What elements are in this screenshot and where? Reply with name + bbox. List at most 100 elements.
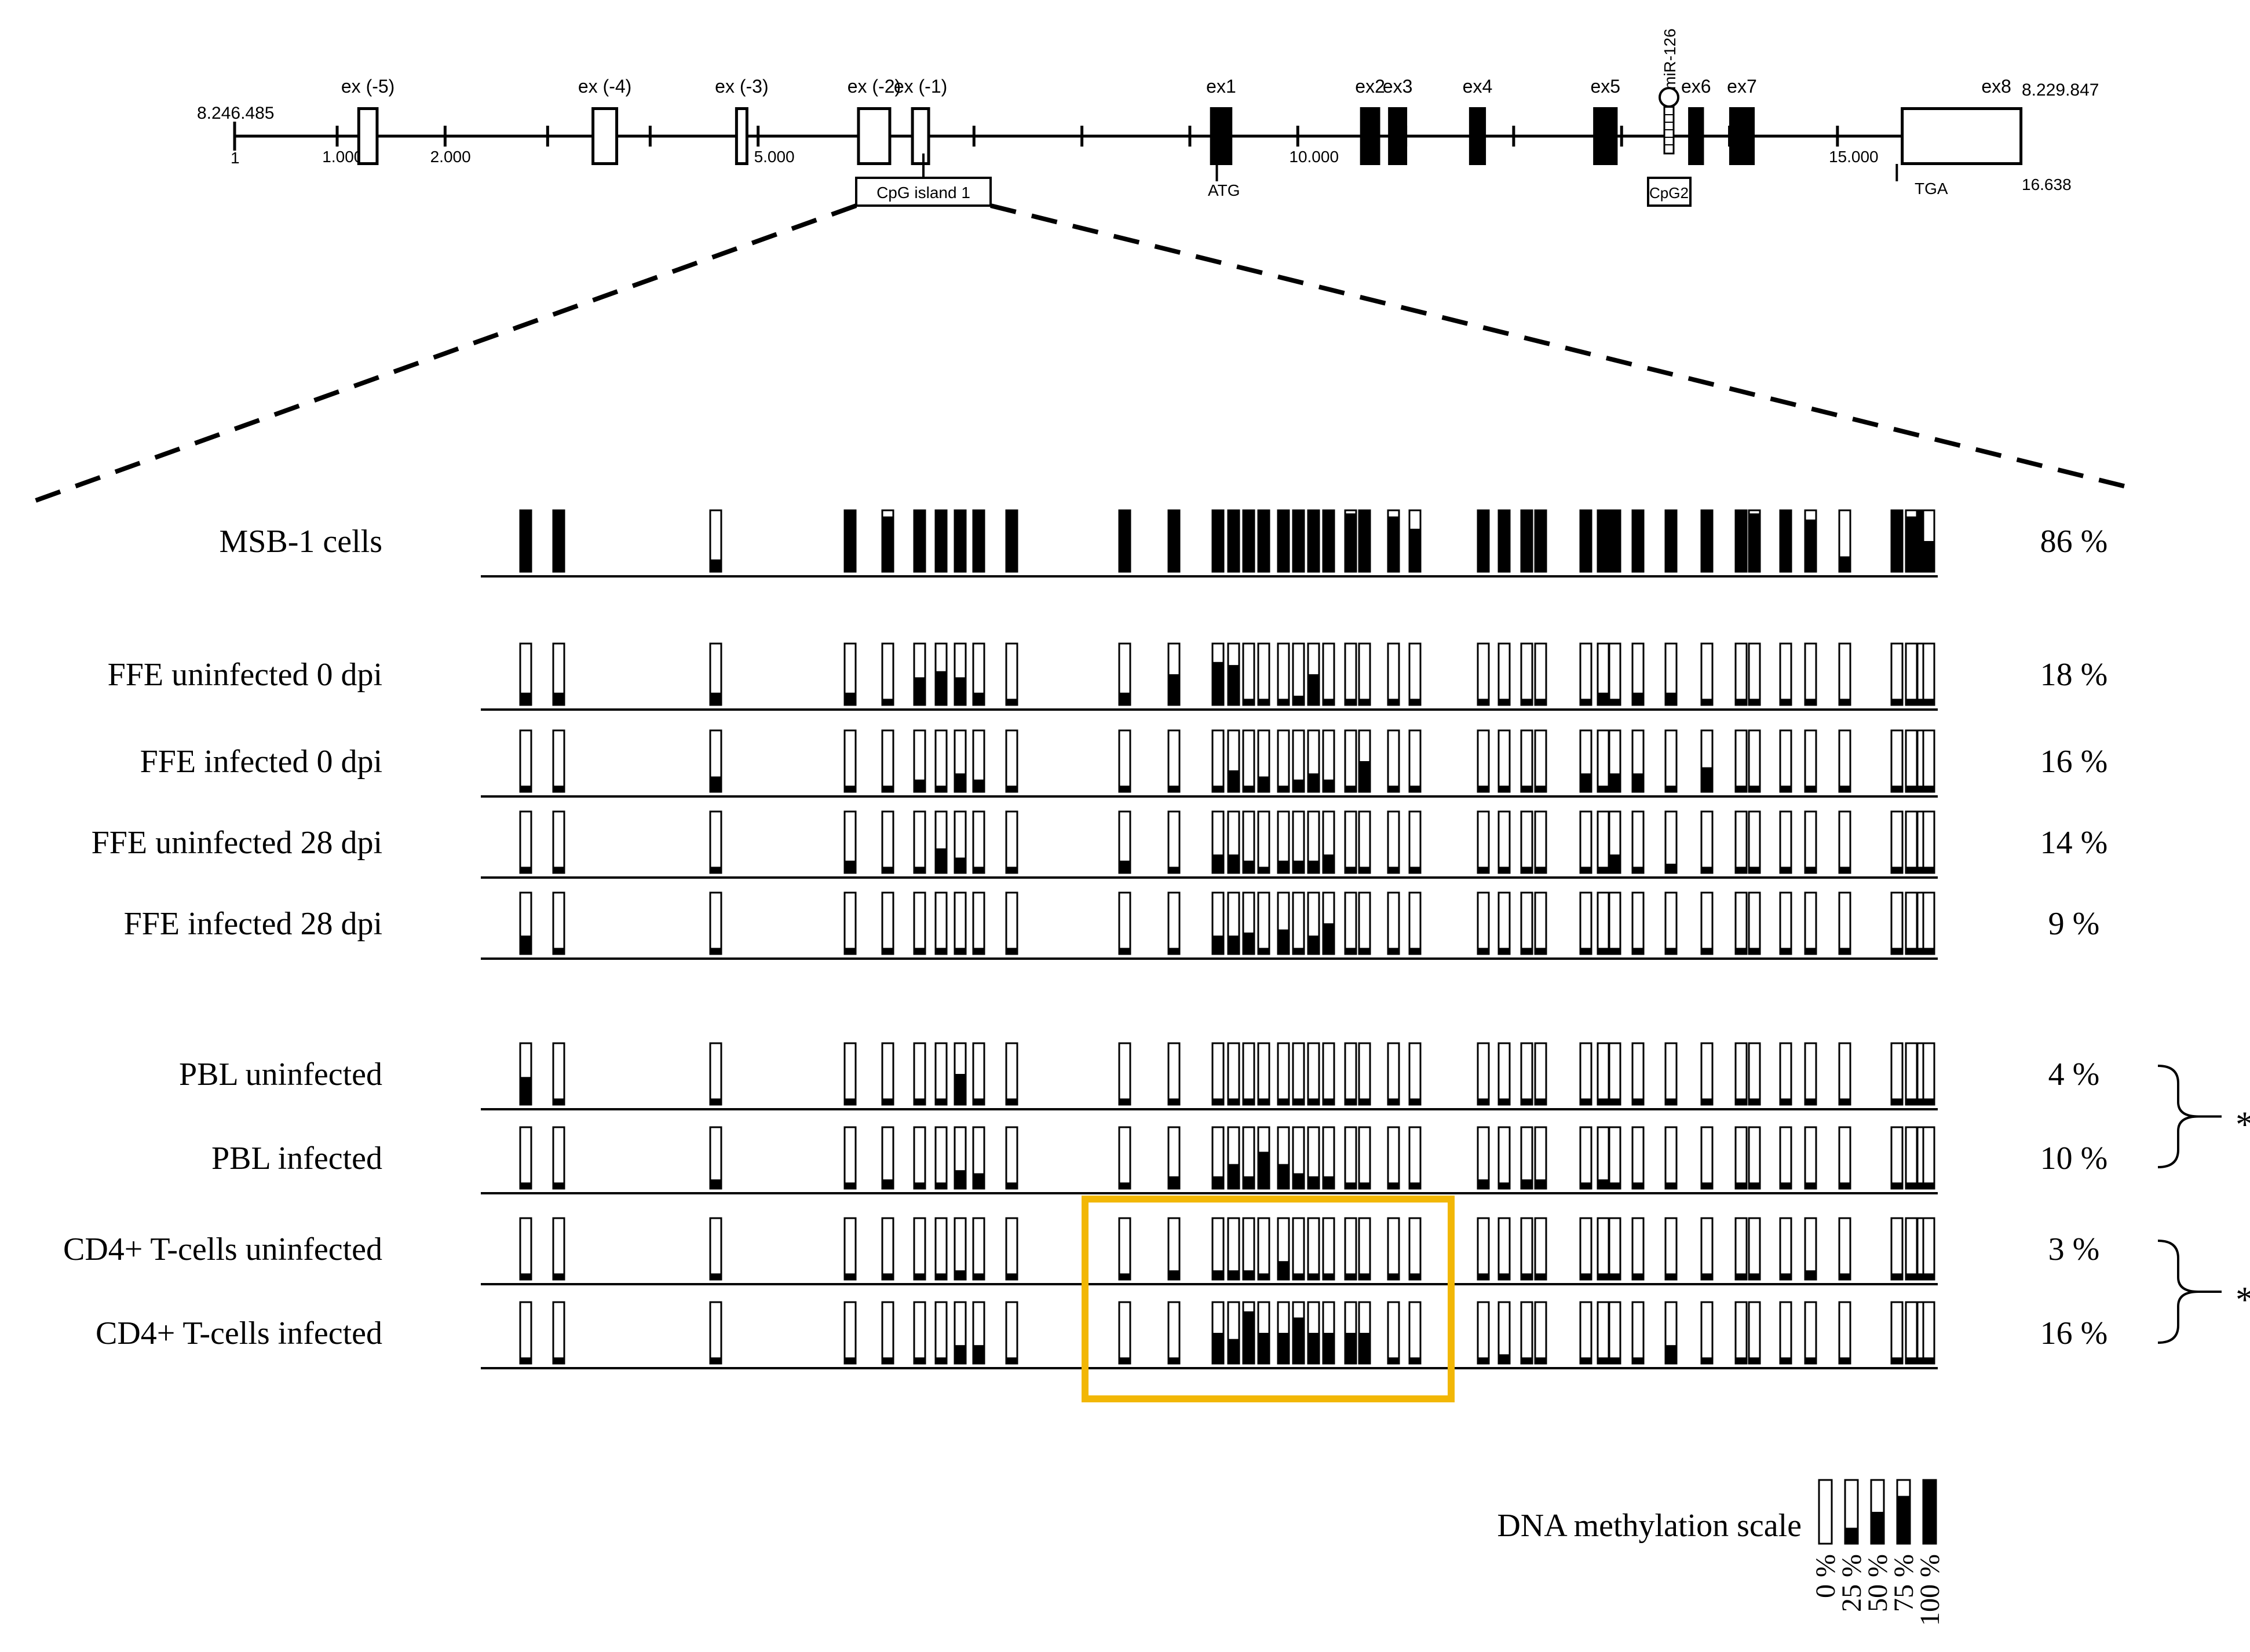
cpg-site-fill <box>1923 541 1934 572</box>
cpg-site-fill <box>1168 948 1179 954</box>
cpg-site-fill <box>1258 867 1269 873</box>
cpg-site-fill <box>1409 867 1420 873</box>
cpg-site-box <box>1905 729 1918 793</box>
cpg-site-fill <box>1749 513 1760 572</box>
cpg-site-box <box>709 810 722 874</box>
cpg-site-box <box>1579 1301 1592 1365</box>
cpg-site-fill <box>1906 1357 1917 1364</box>
cpg-site-fill <box>882 1179 893 1189</box>
cpg-site-box <box>1242 642 1255 706</box>
row-label: FFE infected 28 dpi <box>124 906 382 942</box>
exon-label: ex5 <box>1590 76 1620 97</box>
cpg-site-fill <box>1323 779 1334 792</box>
cpg-site-fill <box>1119 785 1130 792</box>
cpg-site-box <box>1608 891 1621 955</box>
cpg-site-fill <box>1345 1273 1356 1280</box>
cpg-site-fill <box>1632 773 1643 792</box>
cpg-site-box <box>1322 642 1335 706</box>
cpg-site-fill <box>1323 1098 1334 1105</box>
cpg-site-fill <box>914 779 925 792</box>
cpg-site-box <box>1579 1217 1592 1281</box>
cpg-site-fill <box>1598 510 1609 572</box>
cpg-site-box <box>934 1042 948 1106</box>
cpg-site-fill <box>1665 1098 1676 1105</box>
cpg-site-fill <box>1906 1273 1917 1280</box>
cpg-site-box <box>1905 1126 1918 1190</box>
cpg-site-box <box>1118 891 1131 955</box>
cpg-site-fill <box>1409 1182 1420 1189</box>
cpg-site-box <box>1890 1217 1904 1281</box>
cpg-site-fill <box>1499 785 1510 792</box>
cpg-site-fill <box>1006 867 1017 873</box>
cpg-site-box <box>1520 891 1533 955</box>
cpg-site-fill <box>1499 948 1510 954</box>
cpg-site-fill <box>1736 1182 1747 1189</box>
cpg-site-box <box>552 1301 565 1365</box>
cpg-site-fill <box>1228 1270 1239 1280</box>
cpg-site-fill <box>1293 510 1304 572</box>
cpg-site-fill <box>1168 674 1179 705</box>
scale-tick-label: 15.000 <box>1829 148 1879 166</box>
cpg-site-fill <box>1923 948 1934 954</box>
cpg-site-box <box>843 1301 857 1365</box>
cpg-site-fill <box>1665 1273 1676 1280</box>
cpg-site-fill <box>1805 1098 1816 1105</box>
exon-label: ex6 <box>1681 76 1711 97</box>
cpg-site-fill <box>1243 1311 1254 1364</box>
cpg-site-fill <box>1228 935 1239 954</box>
cpg-site-box <box>1358 891 1371 955</box>
cpg-site-box <box>1779 642 1792 706</box>
cpg-site-fill <box>1891 1098 1902 1105</box>
cpg-site-box <box>1890 1126 1904 1190</box>
cpg-site-fill <box>1228 510 1239 572</box>
cpg-site-fill <box>1736 699 1747 705</box>
cpg-site-box <box>1631 1042 1645 1106</box>
cpg-site-fill <box>1308 1273 1319 1280</box>
cpg-site-fill <box>1119 1357 1130 1364</box>
cpg-site-fill <box>553 867 564 873</box>
cpg-site-fill <box>1521 699 1532 705</box>
exon-box <box>1469 107 1486 165</box>
cpg-site-box <box>881 1042 894 1106</box>
cpg-site-fill <box>1243 1098 1254 1105</box>
cpg-site-fill <box>1632 1182 1643 1189</box>
cpg-site-fill <box>1278 929 1289 954</box>
cpg-site-fill <box>1749 699 1760 705</box>
cpg-site-fill <box>882 785 893 792</box>
cpg-site-fill <box>1409 1357 1420 1364</box>
cpg-site-fill <box>1323 854 1334 873</box>
cpg-site-fill <box>1308 1333 1319 1364</box>
cpg-site-box <box>1477 1301 1490 1365</box>
cpg-site-fill <box>1243 932 1254 954</box>
cpg-site-fill <box>553 510 564 572</box>
cpg-site-box <box>1597 810 1610 874</box>
cpg-site-box <box>1804 1126 1817 1190</box>
cpg-site-box <box>1242 729 1255 793</box>
cpg-site-fill <box>1168 785 1179 792</box>
cpg-site-fill <box>1521 867 1532 873</box>
cpg-site-fill <box>1308 510 1319 572</box>
cpg-site-fill <box>1749 1273 1760 1280</box>
scale-tick-label: 5.000 <box>754 148 795 166</box>
cpg-site-fill <box>1006 785 1017 792</box>
cpg-site-fill <box>1388 1273 1399 1280</box>
cpg-site-fill <box>936 671 947 705</box>
pos-start-label: 1 <box>231 149 240 167</box>
cpg-site-fill <box>914 677 925 705</box>
cpg-site-box <box>1167 891 1181 955</box>
cpg-site-fill <box>1598 1179 1609 1189</box>
cpg-site-fill <box>1521 1273 1532 1280</box>
cpg-site-fill <box>1168 1098 1179 1105</box>
cpg-site-box <box>1838 1301 1851 1365</box>
exon-box <box>1901 107 2023 165</box>
cpg-site-fill <box>1535 699 1546 705</box>
cpg-site-fill <box>1359 867 1370 873</box>
cpg-site-fill <box>710 867 721 873</box>
cpg-site-box <box>1838 810 1851 874</box>
cpg-site-fill <box>1478 1179 1489 1189</box>
cpg-site-box <box>1905 891 1918 955</box>
cpg-site-box <box>1408 1217 1422 1281</box>
cpg-site-fill <box>1780 1273 1791 1280</box>
pos-end-label: 16.638 <box>2022 176 2072 193</box>
cpg-site-box <box>1358 642 1371 706</box>
